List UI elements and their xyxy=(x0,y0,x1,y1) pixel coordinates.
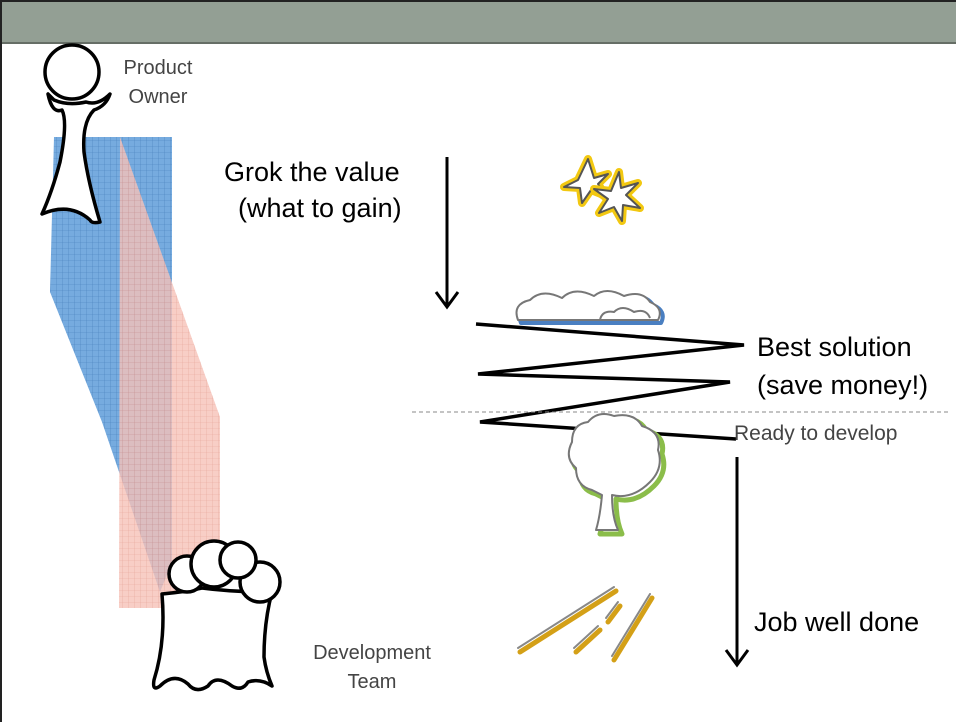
team-band xyxy=(119,137,220,608)
development-team-label: Development Team xyxy=(313,642,431,693)
product-owner-label: Product Owner xyxy=(123,57,193,108)
product-owner-figure xyxy=(40,43,112,225)
tree-icon xyxy=(567,413,667,537)
star-icon xyxy=(560,155,644,225)
best-solution-line1: Best solution xyxy=(757,332,912,362)
speed-streaks-icon xyxy=(517,586,655,663)
header-bar xyxy=(2,2,956,44)
ready-to-develop-label: Ready to develop xyxy=(734,422,898,445)
solution-zigzag xyxy=(475,322,745,441)
grok-label-line1: Grok the value xyxy=(224,157,400,187)
development-team-figure xyxy=(151,539,282,692)
best-solution-line2: (save money!) xyxy=(757,370,929,400)
grok-label-line2: (what to gain) xyxy=(238,193,402,223)
cloud-icon xyxy=(515,290,665,325)
job-well-done-label: Job well done xyxy=(754,607,920,637)
